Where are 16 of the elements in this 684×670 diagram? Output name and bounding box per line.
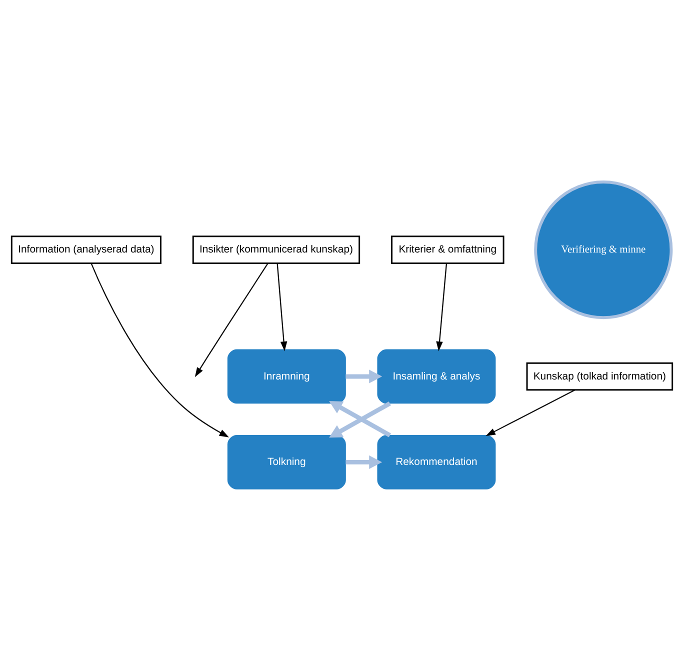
node-box: Insamling & analys xyxy=(377,348,496,404)
node-box: Rekommendation xyxy=(377,434,496,489)
arrow xyxy=(486,389,576,436)
arrow xyxy=(436,262,448,351)
node-box: Tolkning xyxy=(227,434,346,489)
node-circle: Verifiering & minne xyxy=(534,180,673,319)
arrow xyxy=(194,262,268,377)
node-box: Insikter (kommunicerad kunskap) xyxy=(192,235,360,264)
arrow xyxy=(90,262,230,437)
node-box: Kriterier & omfattning xyxy=(391,235,504,264)
arrow xyxy=(346,454,382,469)
arrow xyxy=(346,369,382,383)
arrow xyxy=(276,262,288,351)
node-box: Kunskap (tolkad information) xyxy=(526,362,674,390)
node-box: Information (analyserad data) xyxy=(10,235,162,264)
node-box: Inramning xyxy=(227,348,346,404)
